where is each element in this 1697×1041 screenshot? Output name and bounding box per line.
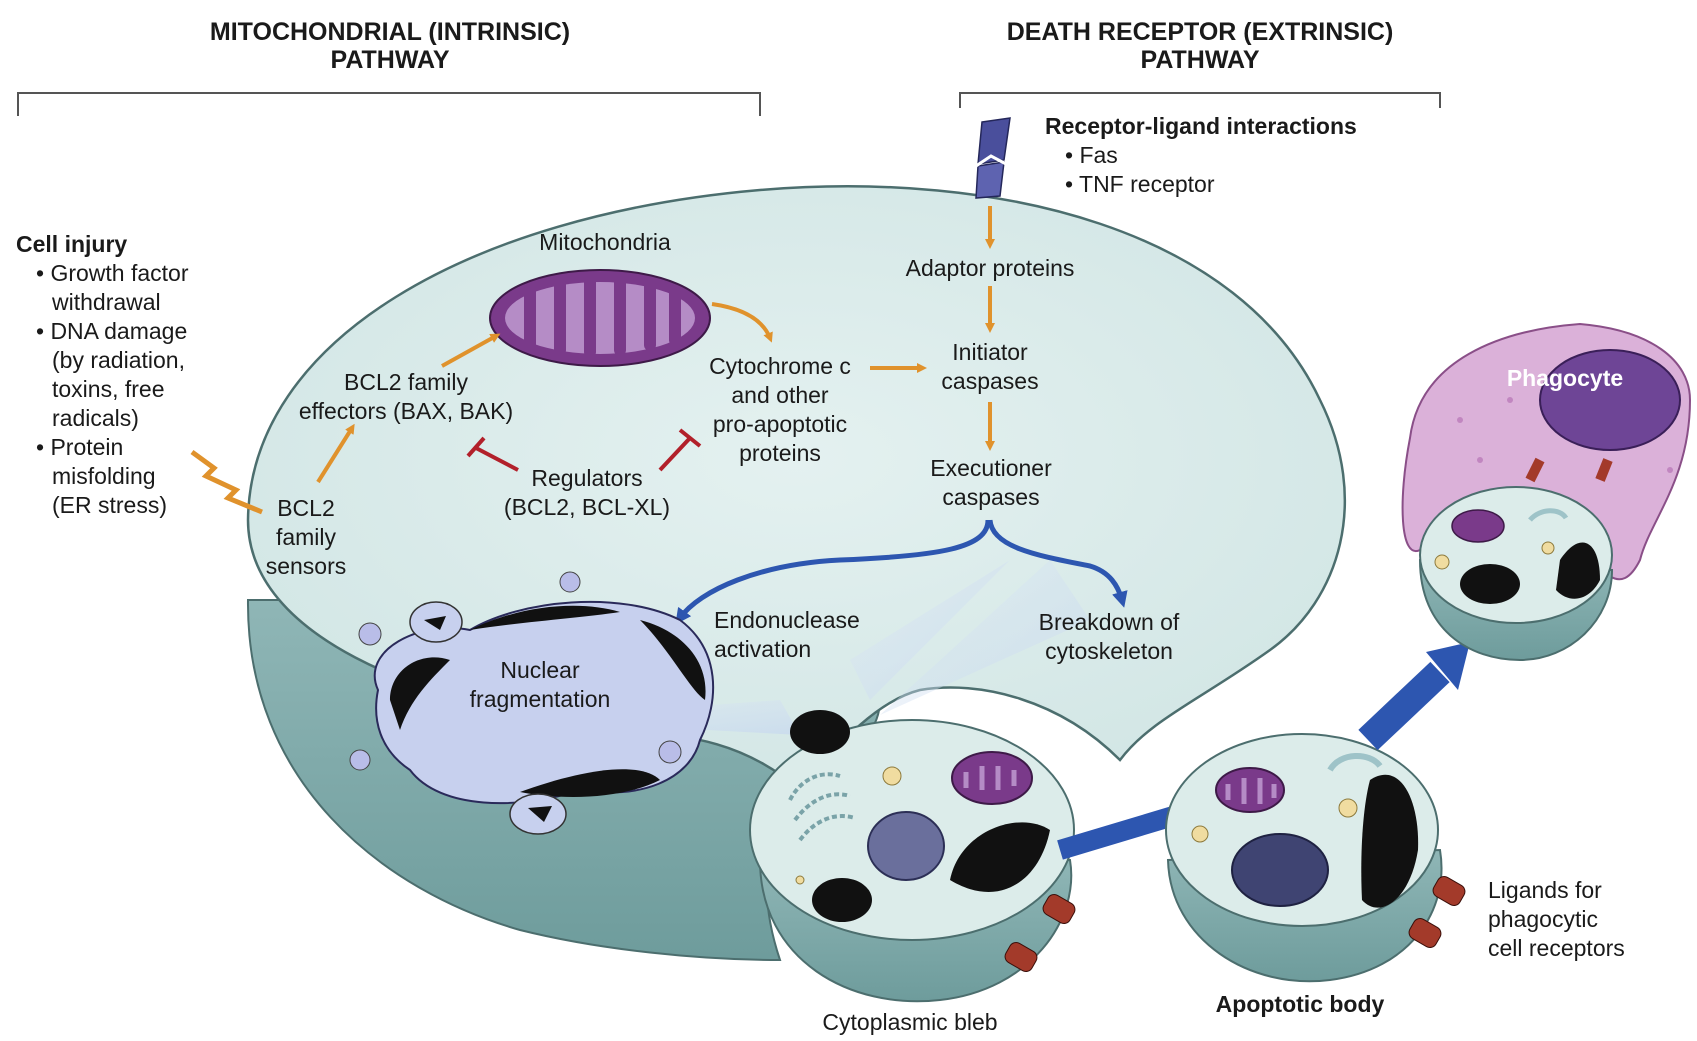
cytochrome-label: Cytochrome c and other pro-apoptotic pro… xyxy=(690,352,870,468)
regulators-line-1: Regulators xyxy=(531,465,643,491)
breakdown-label: Breakdown of cytoskeleton xyxy=(1024,608,1194,666)
cytoplasmic-bleb-label: Cytoplasmic bleb xyxy=(822,1009,998,1035)
injury-line: (by radiation, xyxy=(52,347,185,373)
body-ligand-icon xyxy=(1408,876,1466,948)
initiator-line-2: caspases xyxy=(941,368,1039,394)
beam-from-executioner xyxy=(850,560,1010,700)
nuclear-fragmentation-label: Nuclear fragmentation xyxy=(450,656,630,714)
arrow-mito-to-cytochrome xyxy=(711,302,773,343)
ligands-line-2: phagocytic xyxy=(1488,906,1598,932)
sensors-line-1: BCL2 xyxy=(277,495,335,521)
inhibit-effectors xyxy=(475,446,519,472)
initiator-line-1: Initiator xyxy=(952,339,1028,365)
effectors-line-2: effectors (BAX, BAK) xyxy=(298,398,514,424)
injury-line: toxins, free xyxy=(52,376,165,402)
inhibit-cytochrome xyxy=(658,436,692,472)
effectors-line-1: BCL2 family xyxy=(344,369,468,395)
injury-line: radicals) xyxy=(52,405,139,431)
cell-injury-title: Cell injury xyxy=(16,231,128,257)
inhibit-effectors-bar xyxy=(466,436,486,458)
mitochondria-icon xyxy=(489,269,711,367)
nuclear-line-1: Nuclear xyxy=(500,657,580,683)
cytochrome-line-2: and other xyxy=(731,382,829,408)
cytochrome-line-4: proteins xyxy=(739,440,821,466)
endonuclease-label: Endonuclease activation xyxy=(714,606,860,664)
intrinsic-header: MITOCHONDRIAL (INTRINSIC) PATHWAY xyxy=(150,18,630,74)
intrinsic-header-line-2: PATHWAY xyxy=(330,46,450,74)
arrow-effectors-to-mito xyxy=(441,333,501,368)
inhibit-cytochrome-bar xyxy=(678,428,702,448)
ligands-line-1: Ligands for xyxy=(1488,877,1602,903)
arrow-body-to-phagocyte xyxy=(1358,642,1470,751)
injury-line: (ER stress) xyxy=(52,492,167,518)
cytochrome-line-1: Cytochrome c xyxy=(709,353,851,379)
receptor-ligand-block: Receptor-ligand interactions • Fas • TNF… xyxy=(1045,112,1357,199)
injury-line: • DNA damage xyxy=(36,318,188,344)
beam-wide xyxy=(880,560,1090,715)
extrinsic-bracket xyxy=(959,92,1441,108)
regulators-label: Regulators (BCL2, BCL-XL) xyxy=(482,464,692,522)
phagocyte-label: Phagocyte xyxy=(1506,365,1624,391)
injury-line: misfolding xyxy=(52,463,156,489)
cytochrome-line-3: pro-apoptotic xyxy=(712,411,848,437)
extrinsic-header: DEATH RECEPTOR (EXTRINSIC) PATHWAY xyxy=(960,18,1440,74)
breakdown-line-2: cytoskeleton xyxy=(1045,638,1173,664)
initiator-label: Initiator caspases xyxy=(920,338,1060,396)
adaptor-label: Adaptor proteins xyxy=(905,255,1075,281)
cell-injury-block: Cell injury • Growth factor withdrawal •… xyxy=(16,230,189,520)
engulfed-body-icon xyxy=(1418,486,1614,662)
injury-line: withdrawal xyxy=(52,289,161,315)
injury-line: • Protein xyxy=(36,434,124,460)
executioner-line-1: Executioner xyxy=(930,455,1052,481)
sensors-line-3: sensors xyxy=(265,553,347,579)
ligands-line-3: cell receptors xyxy=(1488,935,1625,961)
nucleus-fragmenting-icon xyxy=(349,571,715,835)
receptor-ligand-title: Receptor-ligand interactions xyxy=(1045,113,1357,139)
receptor-item-tnf: • TNF receptor xyxy=(1065,171,1215,197)
extrinsic-header-line-2: PATHWAY xyxy=(1140,46,1260,74)
apoptotic-body-icon xyxy=(1165,733,1466,983)
phagocyte-icon xyxy=(1401,322,1692,581)
cytoplasmic-bleb-icon xyxy=(749,710,1076,1003)
intrinsic-bracket xyxy=(17,92,761,116)
injury-bolt xyxy=(190,449,263,515)
bcl2-sensors-label: BCL2 family sensors xyxy=(256,494,356,581)
ligands-label: Ligands for phagocytic cell receptors xyxy=(1488,876,1625,963)
receptor-item-fas: • Fas xyxy=(1065,142,1118,168)
endonuclease-line-2: activation xyxy=(714,636,812,662)
breakdown-line-1: Breakdown of xyxy=(1038,609,1180,635)
mitochondria-label: Mitochondria xyxy=(539,229,671,255)
nuclear-line-2: fragmentation xyxy=(469,686,611,712)
intrinsic-header-line-1: MITOCHONDRIAL (INTRINSIC) xyxy=(209,18,571,46)
arrow-sensors-to-effectors xyxy=(316,423,355,484)
executioner-line-2: caspases xyxy=(942,484,1040,510)
executioner-label: Executioner caspases xyxy=(906,454,1076,512)
regulators-line-2: (BCL2, BCL-XL) xyxy=(503,494,671,520)
apoptotic-body-label: Apoptotic body xyxy=(1215,991,1385,1017)
bcl2-effectors-label: BCL2 family effectors (BAX, BAK) xyxy=(276,368,536,426)
arrow-to-endonuclease xyxy=(675,519,991,625)
sensors-line-2: family xyxy=(275,524,337,550)
death-receptor-icon xyxy=(975,117,1011,199)
injury-line: • Growth factor xyxy=(36,260,189,286)
extrinsic-header-line-1: DEATH RECEPTOR (EXTRINSIC) xyxy=(1006,18,1394,46)
bleb-ligand-icon xyxy=(1004,894,1076,972)
endonuclease-line-1: Endonuclease xyxy=(714,607,860,633)
arrow-to-cytoskeleton xyxy=(987,519,1128,608)
